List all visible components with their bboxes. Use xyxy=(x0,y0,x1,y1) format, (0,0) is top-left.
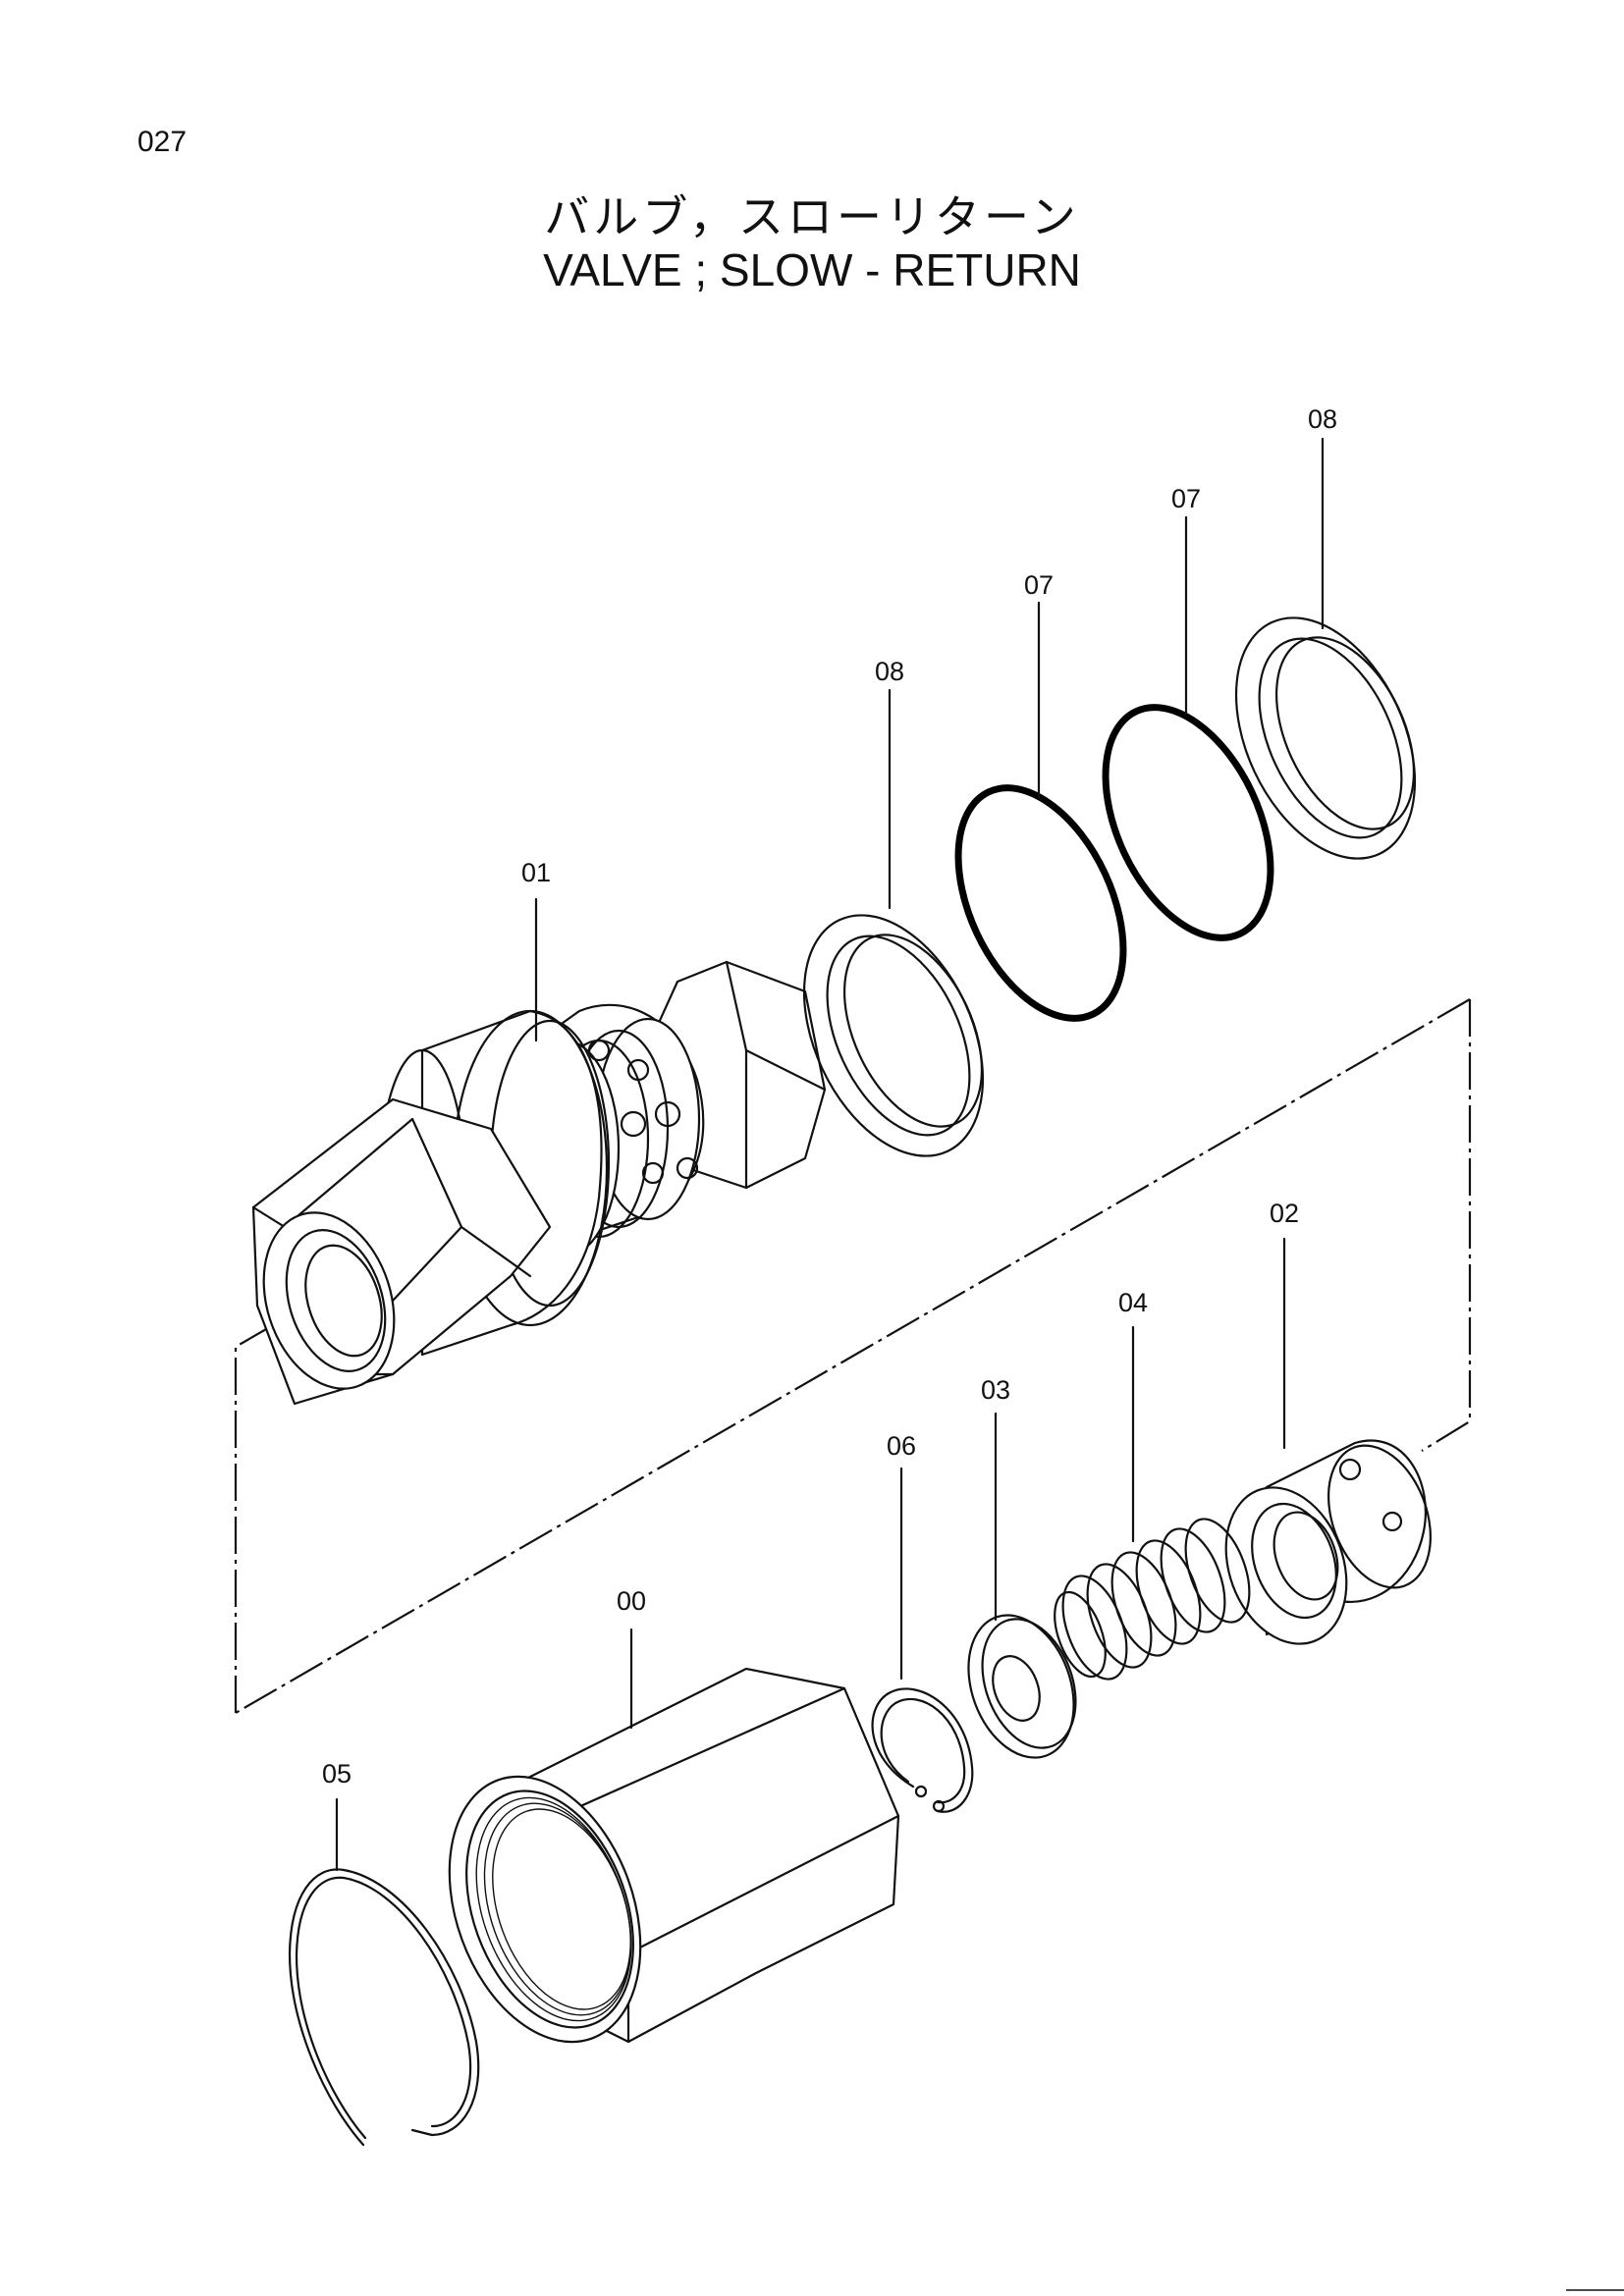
callout-03: 03 xyxy=(981,1375,1010,1405)
callout-06: 06 xyxy=(887,1431,916,1461)
title-english: VALVE ; SLOW - RETURN xyxy=(543,244,1081,295)
leader-lines xyxy=(335,437,1325,1872)
part-08-backup-ring-rear xyxy=(1234,616,1417,860)
callout-00: 00 xyxy=(617,1586,646,1616)
part-02-poppet xyxy=(1224,1439,1432,1645)
title-japanese: バルブ，スローリターン xyxy=(544,190,1080,243)
callout-05: 05 xyxy=(322,1759,352,1789)
part-08-backup-ring-front xyxy=(802,914,985,1157)
part-01-valve-body xyxy=(251,960,827,1406)
callout-labels: 00 01 02 03 04 05 06 07 07 08 08 xyxy=(322,404,1337,1789)
part-00-nut xyxy=(448,1667,900,2044)
part-05-retaining-ring xyxy=(288,1868,480,2147)
callout-01: 01 xyxy=(521,858,551,887)
part-04-spring xyxy=(1054,1518,1251,1681)
part-06-snap-ring xyxy=(871,1687,974,1813)
callout-08-rear: 08 xyxy=(1308,404,1337,434)
callout-04: 04 xyxy=(1118,1288,1148,1317)
callout-07-front: 07 xyxy=(1024,570,1054,600)
part-07-o-ring-front xyxy=(954,784,1127,1022)
part-07-o-ring-rear xyxy=(1102,704,1274,941)
callout-08-front: 08 xyxy=(875,657,904,686)
callout-07-rear: 07 xyxy=(1171,484,1201,513)
callout-02: 02 xyxy=(1270,1199,1299,1228)
page-number: 027 xyxy=(137,126,188,158)
part-03-washer xyxy=(967,1614,1077,1759)
